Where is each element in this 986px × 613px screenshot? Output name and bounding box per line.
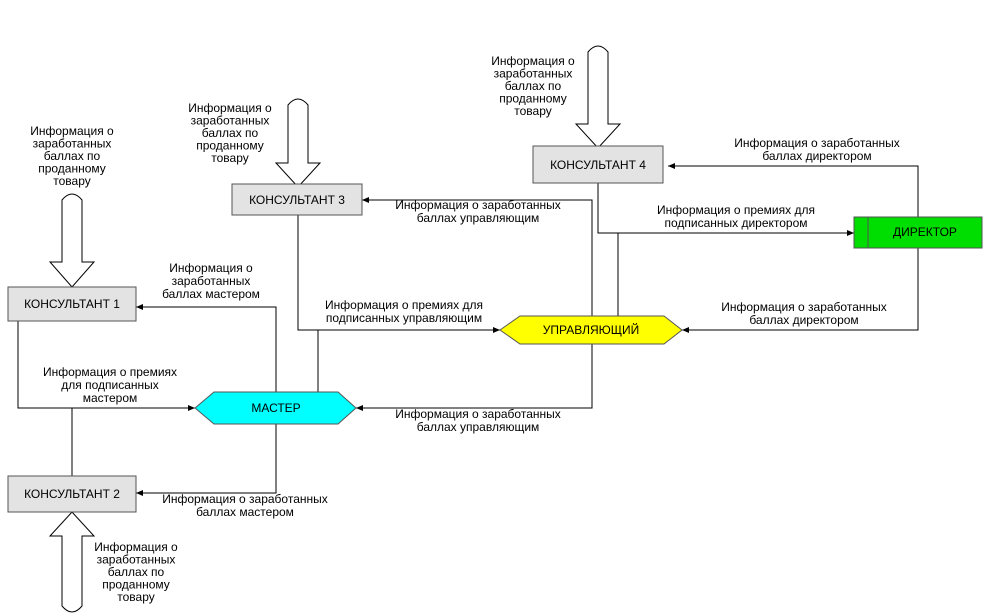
input-arrow-consultant2: [48, 511, 96, 613]
label-line: Информация о премиях для: [325, 298, 483, 312]
label-line: баллах управляющим: [417, 211, 540, 225]
consultant1-label: КОНСУЛЬТАНТ 1: [24, 297, 120, 311]
flow-master-to-consultant1: [136, 304, 277, 392]
manager-label: УПРАВЛЯЮЩИЙ: [543, 322, 640, 337]
flow-consultant3-to-manager: [297, 215, 500, 333]
label-line: баллах по: [505, 79, 562, 93]
label-line: проданному: [102, 578, 170, 592]
input-arrow-consultant3: [274, 98, 322, 188]
consultant2-label: КОНСУЛЬТАНТ 2: [24, 487, 120, 501]
master-label: МАСТЕР: [251, 401, 300, 415]
flow-master-to-consultant2: [136, 424, 277, 496]
flow-consultant1-to-master: [17, 321, 195, 411]
label-line: заработанных: [172, 274, 251, 288]
flow-consultant4-to-director: [597, 183, 854, 236]
director-label: ДИРЕКТОР: [893, 225, 957, 239]
label-line: товару: [514, 104, 552, 118]
label-line: баллах по: [108, 565, 165, 579]
label-line: подписанных управляющим: [326, 311, 482, 325]
label-line: баллах мастером: [162, 287, 260, 301]
node-manager[interactable]: УПРАВЛЯЮЩИЙ: [499, 315, 683, 345]
input-arrow-consultant4: [574, 45, 622, 149]
flow-manager-to-consultant3: [362, 197, 593, 316]
label-line: товару: [117, 590, 155, 604]
consultant3-label: КОНСУЛЬТАНТ 3: [249, 193, 345, 207]
label-line: Информация о заработанных: [734, 136, 900, 150]
label-line: Информация о заработанных: [721, 300, 887, 314]
consultant4-label: КОНСУЛЬТАНТ 4: [550, 158, 646, 172]
label-line: мастером: [83, 391, 138, 405]
label-line: Информация о премиях: [43, 365, 177, 379]
label-line: проданному: [196, 139, 264, 153]
label-line: заработанных: [97, 553, 176, 567]
label-line: подписанных директором: [664, 216, 807, 230]
node-consultant4[interactable]: КОНСУЛЬТАНТ 4: [532, 145, 664, 184]
label-line: Информация о заработанных: [395, 198, 561, 212]
label-line: баллах мастером: [196, 505, 294, 519]
label-line: баллах директором: [762, 149, 871, 163]
label-line: Информация о: [188, 101, 272, 115]
label-line: проданному: [499, 92, 567, 106]
node-master[interactable]: МАСТЕР: [194, 391, 357, 425]
label-line: баллах управляющим: [417, 420, 540, 434]
node-consultant3[interactable]: КОНСУЛЬТАНТ 3: [231, 183, 363, 216]
flow-director-to-manager: [682, 246, 919, 333]
label-line: заработанных: [191, 114, 270, 128]
node-director[interactable]: ДИРЕКТОР: [853, 216, 983, 249]
label-line: Информация о: [491, 54, 575, 68]
label-line: баллах по: [44, 149, 101, 163]
label-line: Информация о заработанных: [395, 407, 561, 421]
label-line: заработанных: [494, 67, 573, 81]
label-line: для подписанных: [61, 378, 159, 392]
label-line: Информация о: [169, 261, 253, 275]
flow-manager-to-master: [356, 344, 593, 411]
input-arrow-consultant1: [48, 193, 96, 288]
label-line: Информация о заработанных: [162, 492, 328, 506]
label-line: товару: [53, 174, 91, 188]
label-line: заработанных: [33, 137, 112, 151]
label-line: Информация о: [30, 124, 114, 138]
label-line: товару: [211, 151, 249, 165]
label-line: баллах директором: [749, 313, 858, 327]
label-line: баллах по: [202, 126, 259, 140]
node-consultant2[interactable]: КОНСУЛЬТАНТ 2: [7, 475, 137, 513]
label-line: проданному: [38, 162, 106, 176]
label-line: Информация о премиях для: [657, 203, 815, 217]
node-consultant1[interactable]: КОНСУЛЬТАНТ 1: [7, 286, 137, 322]
label-line: Информация о: [94, 540, 178, 554]
